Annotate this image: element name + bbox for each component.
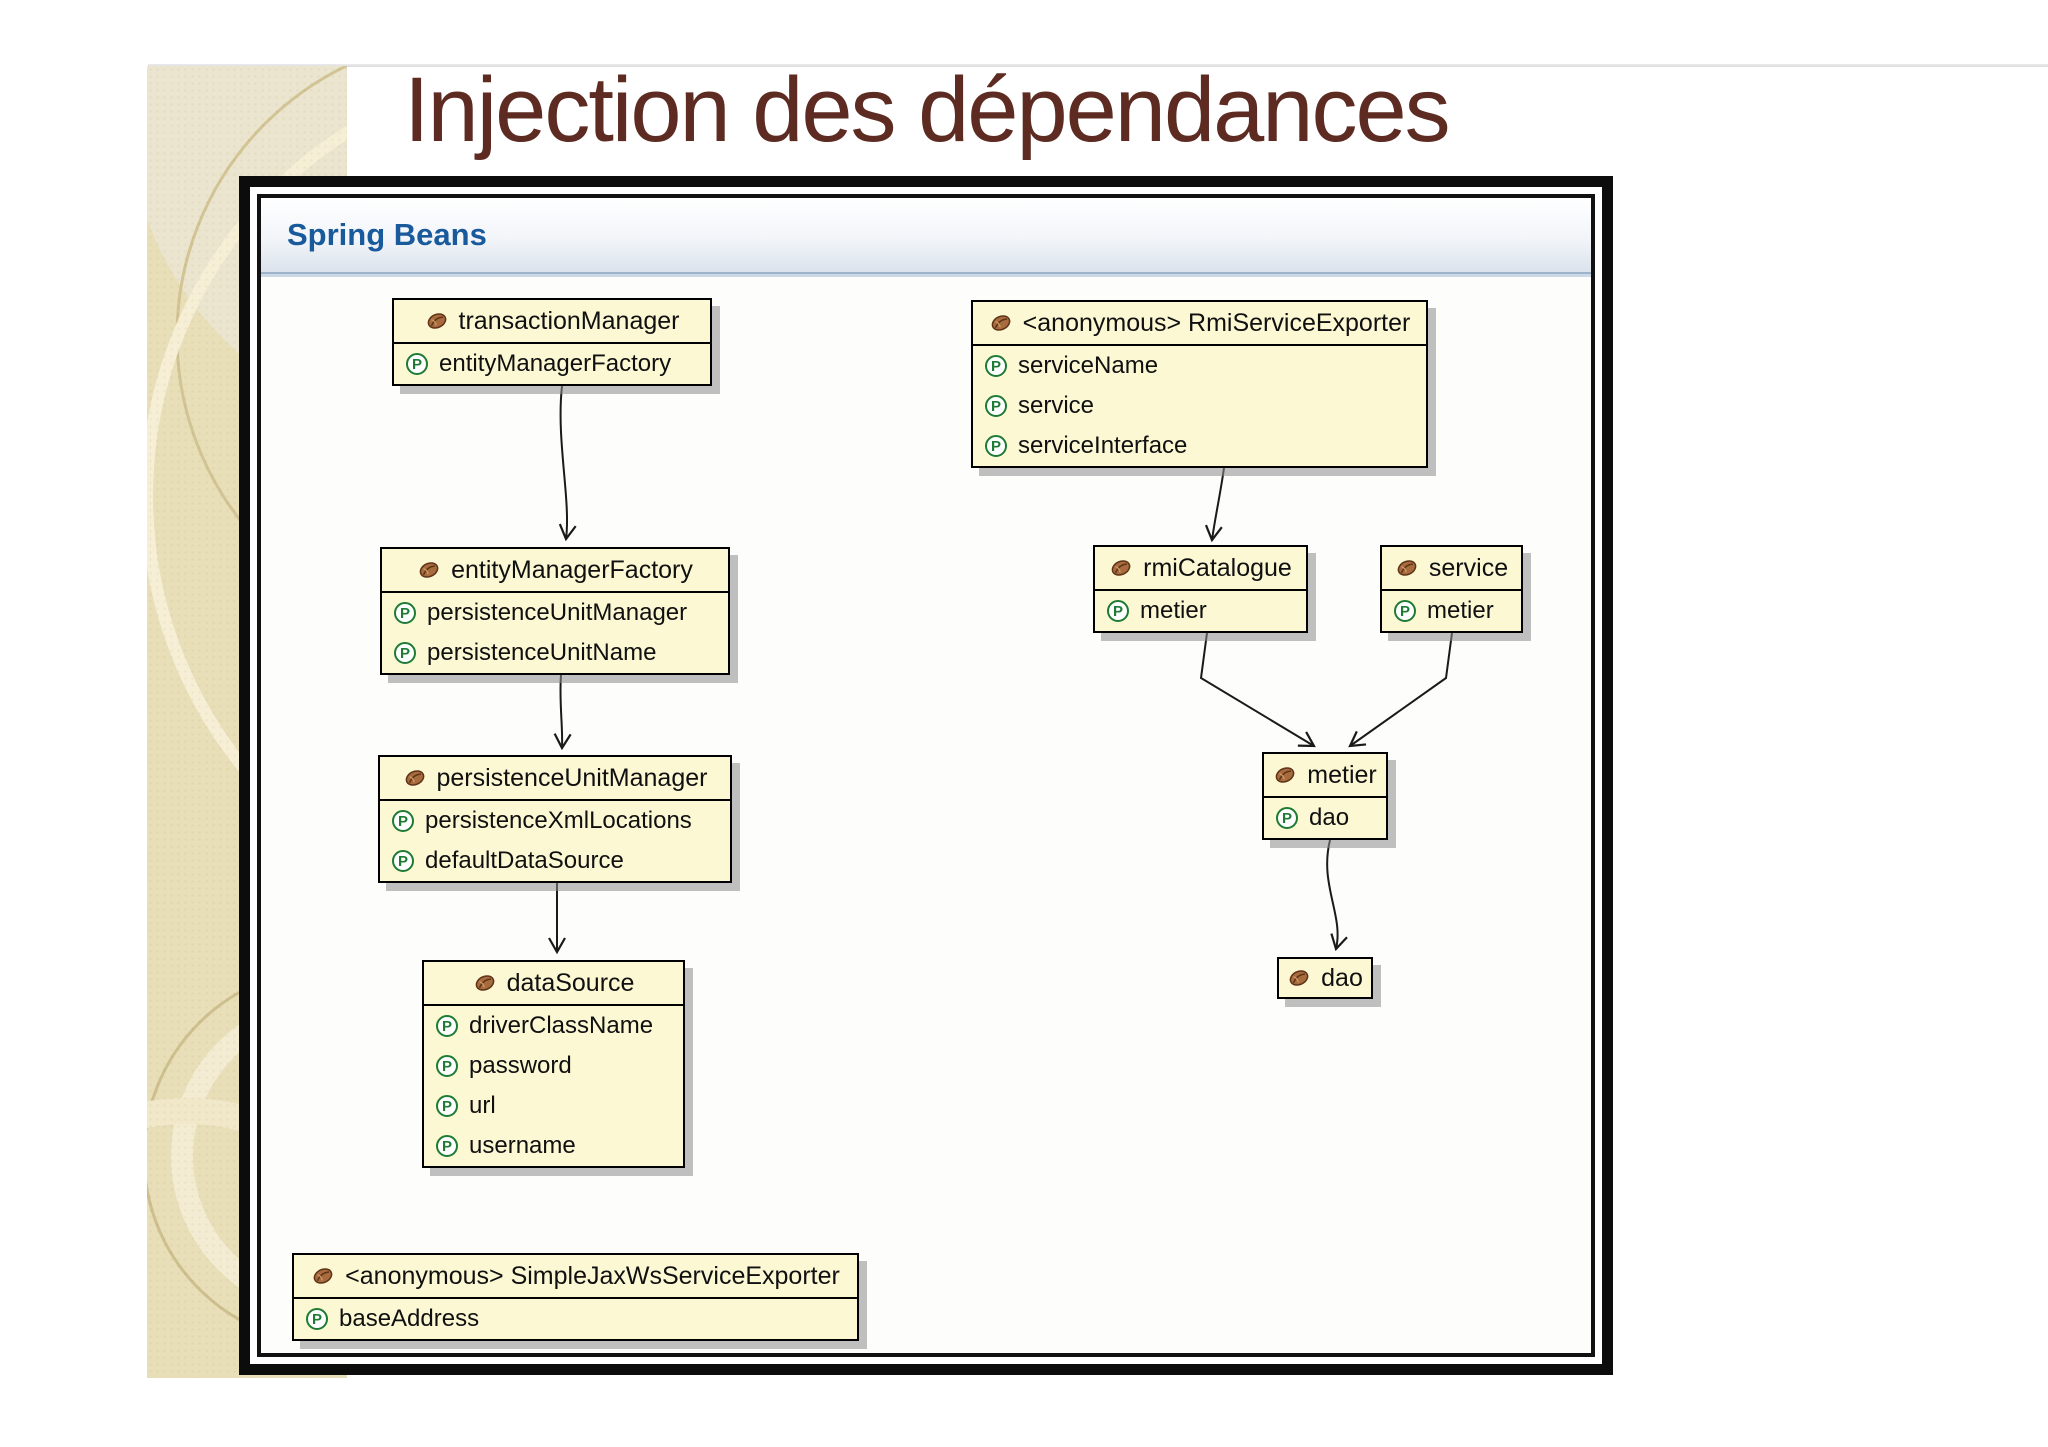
property-icon: P <box>985 355 1007 377</box>
bean-name-label: dataSource <box>506 968 635 997</box>
property-name-label: username <box>469 1132 576 1159</box>
bean-title-row[interactable]: persistenceUnitManager <box>380 757 730 801</box>
property-icon: P <box>1107 600 1129 622</box>
property-icon: P <box>306 1308 328 1330</box>
bean-title-row[interactable]: service <box>1382 547 1521 591</box>
property-name-label: persistenceUnitName <box>427 639 657 666</box>
bean-title-row[interactable]: dataSource <box>424 962 683 1006</box>
property-icon: P <box>392 850 414 872</box>
bean-name-label: <anonymous> SimpleJaxWsServiceExporter <box>345 1261 840 1290</box>
bean-name-label: dao <box>1321 963 1363 992</box>
property-name-label: service <box>1018 392 1095 419</box>
property-icon: P <box>436 1135 458 1157</box>
top-divider-line <box>148 64 2048 67</box>
bean-name-label: metier <box>1307 760 1377 789</box>
bean-icon <box>1109 558 1133 578</box>
bean-name-label: <anonymous> RmiServiceExporter <box>1022 308 1411 337</box>
property-icon: P <box>985 395 1007 417</box>
property-icon: P <box>436 1095 458 1117</box>
bean-name-label: service <box>1428 553 1509 582</box>
bean-name-label: rmiCatalogue <box>1143 553 1292 582</box>
property-icon: P <box>436 1015 458 1037</box>
property-icon: P <box>1276 807 1298 829</box>
bean-title-row[interactable]: metier <box>1264 754 1386 798</box>
bean-title-row[interactable]: rmiCatalogue <box>1095 547 1306 591</box>
property-name-label: metier <box>1140 597 1207 624</box>
bean-node-dao[interactable]: dao <box>1277 957 1373 999</box>
property-icon: P <box>406 353 428 375</box>
panel-title: Spring Beans <box>287 217 487 252</box>
property-name-label: dao <box>1309 804 1350 831</box>
property-name-label: password <box>469 1052 572 1079</box>
bean-icon <box>1287 968 1311 988</box>
bean-title-row[interactable]: transactionManager <box>394 300 710 344</box>
property-icon: P <box>392 810 414 832</box>
property-name-label: entityManagerFactory <box>439 350 672 377</box>
bean-title-row[interactable]: entityManagerFactory <box>382 549 728 593</box>
bean-name-label: entityManagerFactory <box>451 555 693 584</box>
panel-header: Spring Beans <box>261 198 1591 277</box>
property-name-label: serviceInterface <box>1018 432 1188 459</box>
bean-name-label: persistenceUnitManager <box>436 763 708 792</box>
property-icon: P <box>985 435 1007 457</box>
bean-icon <box>989 313 1013 333</box>
bean-icon <box>403 768 427 788</box>
slide-title: Injection des dépendances <box>404 59 1451 161</box>
bean-title-row[interactable]: <anonymous> SimpleJaxWsServiceExporter <box>294 1255 857 1299</box>
property-icon: P <box>1394 600 1416 622</box>
property-icon: P <box>394 602 416 624</box>
bean-icon <box>1395 558 1419 578</box>
property-icon: P <box>394 642 416 664</box>
bean-icon <box>1273 765 1297 785</box>
bean-icon <box>473 973 497 993</box>
bean-icon <box>425 311 449 331</box>
bean-icon <box>417 560 441 580</box>
property-name-label: defaultDataSource <box>425 847 624 874</box>
bean-name-label: transactionManager <box>458 306 680 335</box>
bean-title-row[interactable]: <anonymous> RmiServiceExporter <box>973 302 1426 346</box>
bean-icon <box>311 1266 335 1286</box>
property-name-label: url <box>469 1092 496 1119</box>
property-name-label: persistenceUnitManager <box>427 599 688 626</box>
property-name-label: driverClassName <box>469 1012 654 1039</box>
property-name-label: metier <box>1427 597 1494 624</box>
property-name-label: baseAddress <box>339 1305 480 1332</box>
bean-title-row[interactable]: dao <box>1279 959 1371 997</box>
property-name-label: persistenceXmlLocations <box>425 807 692 834</box>
property-name-label: serviceName <box>1018 352 1159 379</box>
property-icon: P <box>436 1055 458 1077</box>
